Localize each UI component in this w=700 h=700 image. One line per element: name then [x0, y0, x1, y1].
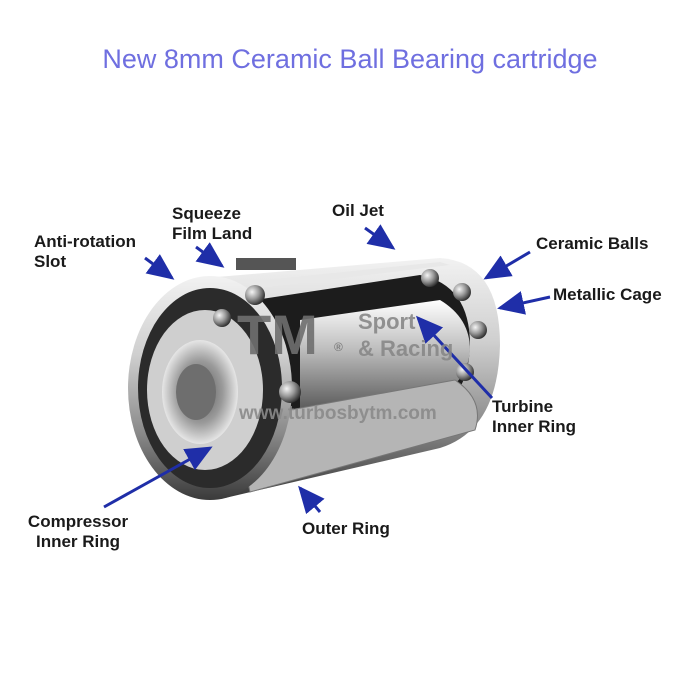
- cartridge-body: [128, 258, 500, 500]
- diagram-title: New 8mm Ceramic Ball Bearing cartridge: [102, 44, 598, 74]
- arrow-metallic-cage: [497, 291, 551, 315]
- label-turbine-inner-ring: Turbine Inner Ring: [492, 397, 577, 436]
- arrow-compressor-inner-ring: [103, 446, 213, 509]
- arrow-squeeze-film-land: [195, 242, 225, 268]
- ceramic-balls: [213, 269, 487, 403]
- label-compressor-inner-ring: Compressor Inner Ring: [27, 512, 129, 551]
- arrow-outer-ring: [298, 485, 325, 515]
- watermark-registered: ®: [334, 340, 343, 354]
- watermark-logo: TM: [237, 303, 318, 366]
- watermark-sport: Sport: [358, 309, 416, 334]
- watermark-racing: & Racing: [358, 336, 454, 361]
- label-metallic-cage: Metallic Cage: [553, 285, 662, 304]
- label-oil-jet: Oil Jet: [332, 201, 384, 220]
- arrow-anti-rotation-slot: [144, 254, 175, 280]
- callout-arrows: [103, 224, 551, 515]
- label-ceramic-balls: Ceramic Balls: [536, 234, 649, 253]
- arrow-oil-jet: [364, 224, 396, 250]
- watermark-url: www.turbosbytm.com: [239, 403, 437, 424]
- label-anti-rotation-slot: Anti-rotation Slot: [34, 232, 136, 271]
- arrow-ceramic-balls: [483, 250, 531, 280]
- label-outer-ring: Outer Ring: [302, 519, 390, 538]
- label-squeeze-film-land: Squeeze Film Land: [172, 204, 253, 243]
- arrow-turbine-inner-ring: [415, 315, 494, 400]
